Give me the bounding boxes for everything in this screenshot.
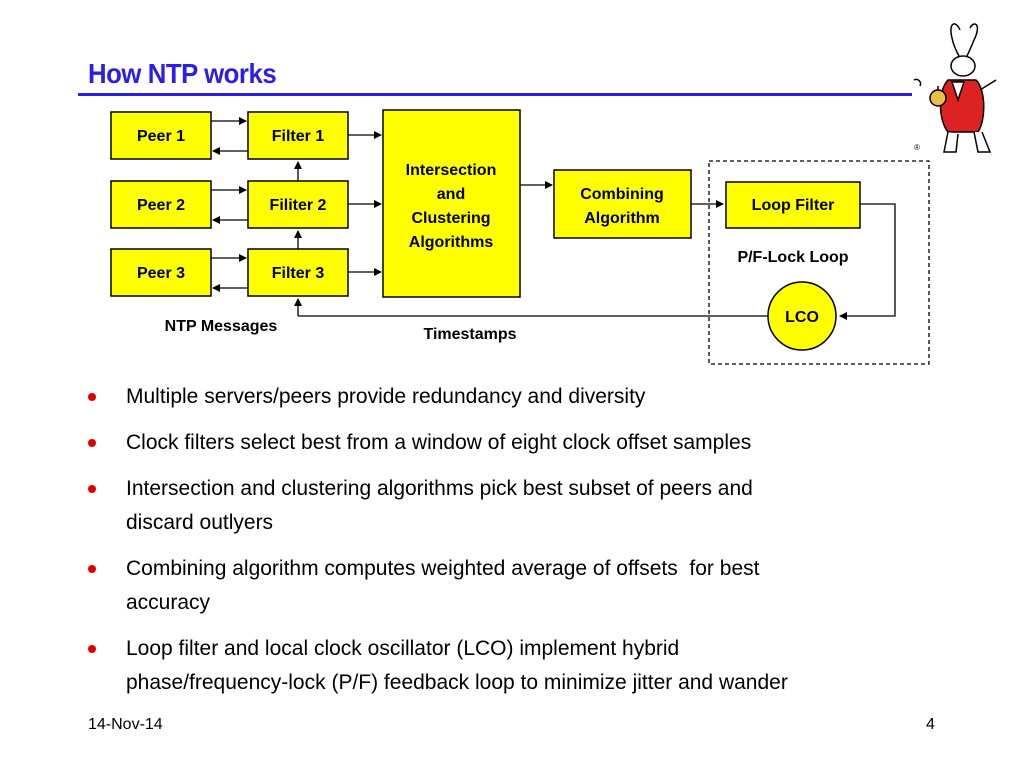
bullet-text-line-2: discard outlyers: [126, 511, 273, 534]
filter-2-label: Filiter 2: [270, 197, 327, 214]
ntp-diagram: Peer 1 Peer 2 Peer 3 Filter 1 Filiter 2 …: [0, 0, 1024, 380]
bullet-item: Combining algorithm computes weighted av…: [88, 552, 968, 620]
bullet-text-line-1: Combining algorithm computes weighted av…: [126, 557, 759, 580]
filter-3-label: Filter 3: [272, 265, 325, 282]
combining-line-2: Algorithm: [584, 210, 660, 227]
loop-filter-label: Loop Filter: [752, 197, 835, 214]
footer-date: 14-Nov-14: [88, 716, 163, 734]
lco-label: LCO: [785, 309, 819, 326]
bullet-list: Multiple servers/peers provide redundanc…: [88, 380, 968, 712]
bullet-dot-icon: [88, 485, 96, 493]
ntp-messages-label: NTP Messages: [165, 318, 278, 335]
bullet-text-line-1: Loop filter and local clock oscillator (…: [126, 637, 679, 660]
peer-filter-arrows: [211, 121, 248, 288]
bullet-text-line-2: accuracy: [126, 591, 210, 614]
bullet-item: Intersection and clustering algorithms p…: [88, 472, 968, 540]
peer-3-label: Peer 3: [137, 265, 185, 282]
pf-lock-loop-label: P/F-Lock Loop: [737, 249, 848, 266]
peer-3-box: Peer 3: [111, 249, 211, 296]
bullet-item: Multiple servers/peers provide redundanc…: [88, 380, 968, 414]
intersection-line-3: Clustering: [411, 210, 490, 227]
peer-1-box: Peer 1: [111, 112, 211, 159]
filter-3-box: Filter 3: [248, 249, 348, 296]
page-number: 4: [926, 716, 935, 734]
bullet-dot-icon: [88, 645, 96, 653]
bullet-text-line-2: phase/frequency-lock (P/F) feedback loop…: [126, 671, 788, 694]
intersection-line-1: Intersection: [406, 162, 497, 179]
intersection-line-4: Algorithms: [409, 234, 494, 251]
timestamps-label: Timestamps: [423, 326, 516, 343]
bullet-text: Multiple servers/peers provide redundanc…: [126, 385, 645, 408]
intersection-line-2: and: [437, 186, 465, 203]
bullet-dot-icon: [88, 393, 96, 401]
peer-2-box: Peer 2: [111, 181, 211, 228]
combining-line-1: Combining: [580, 186, 664, 203]
bullet-item: Clock filters select best from a window …: [88, 426, 968, 460]
peer-1-label: Peer 1: [137, 128, 185, 145]
filter-1-box: Filter 1: [248, 112, 348, 159]
filter-intersection-arrows: [348, 135, 381, 272]
lco-circle: LCO: [768, 282, 836, 350]
loop-filter-box: Loop Filter: [726, 182, 860, 228]
bullet-dot-icon: [88, 565, 96, 573]
filter-1-label: Filter 1: [272, 128, 325, 145]
filter-2-box: Filiter 2: [248, 181, 348, 228]
bullet-text: Clock filters select best from a window …: [126, 431, 751, 454]
bullet-text-line-1: Intersection and clustering algorithms p…: [126, 477, 753, 500]
peer-2-label: Peer 2: [137, 197, 185, 214]
intersection-clustering-box: Intersection and Clustering Algorithms: [383, 110, 520, 297]
combining-algorithm-box: Combining Algorithm: [554, 170, 691, 238]
bullet-dot-icon: [88, 439, 96, 447]
bullet-item: Loop filter and local clock oscillator (…: [88, 632, 968, 700]
